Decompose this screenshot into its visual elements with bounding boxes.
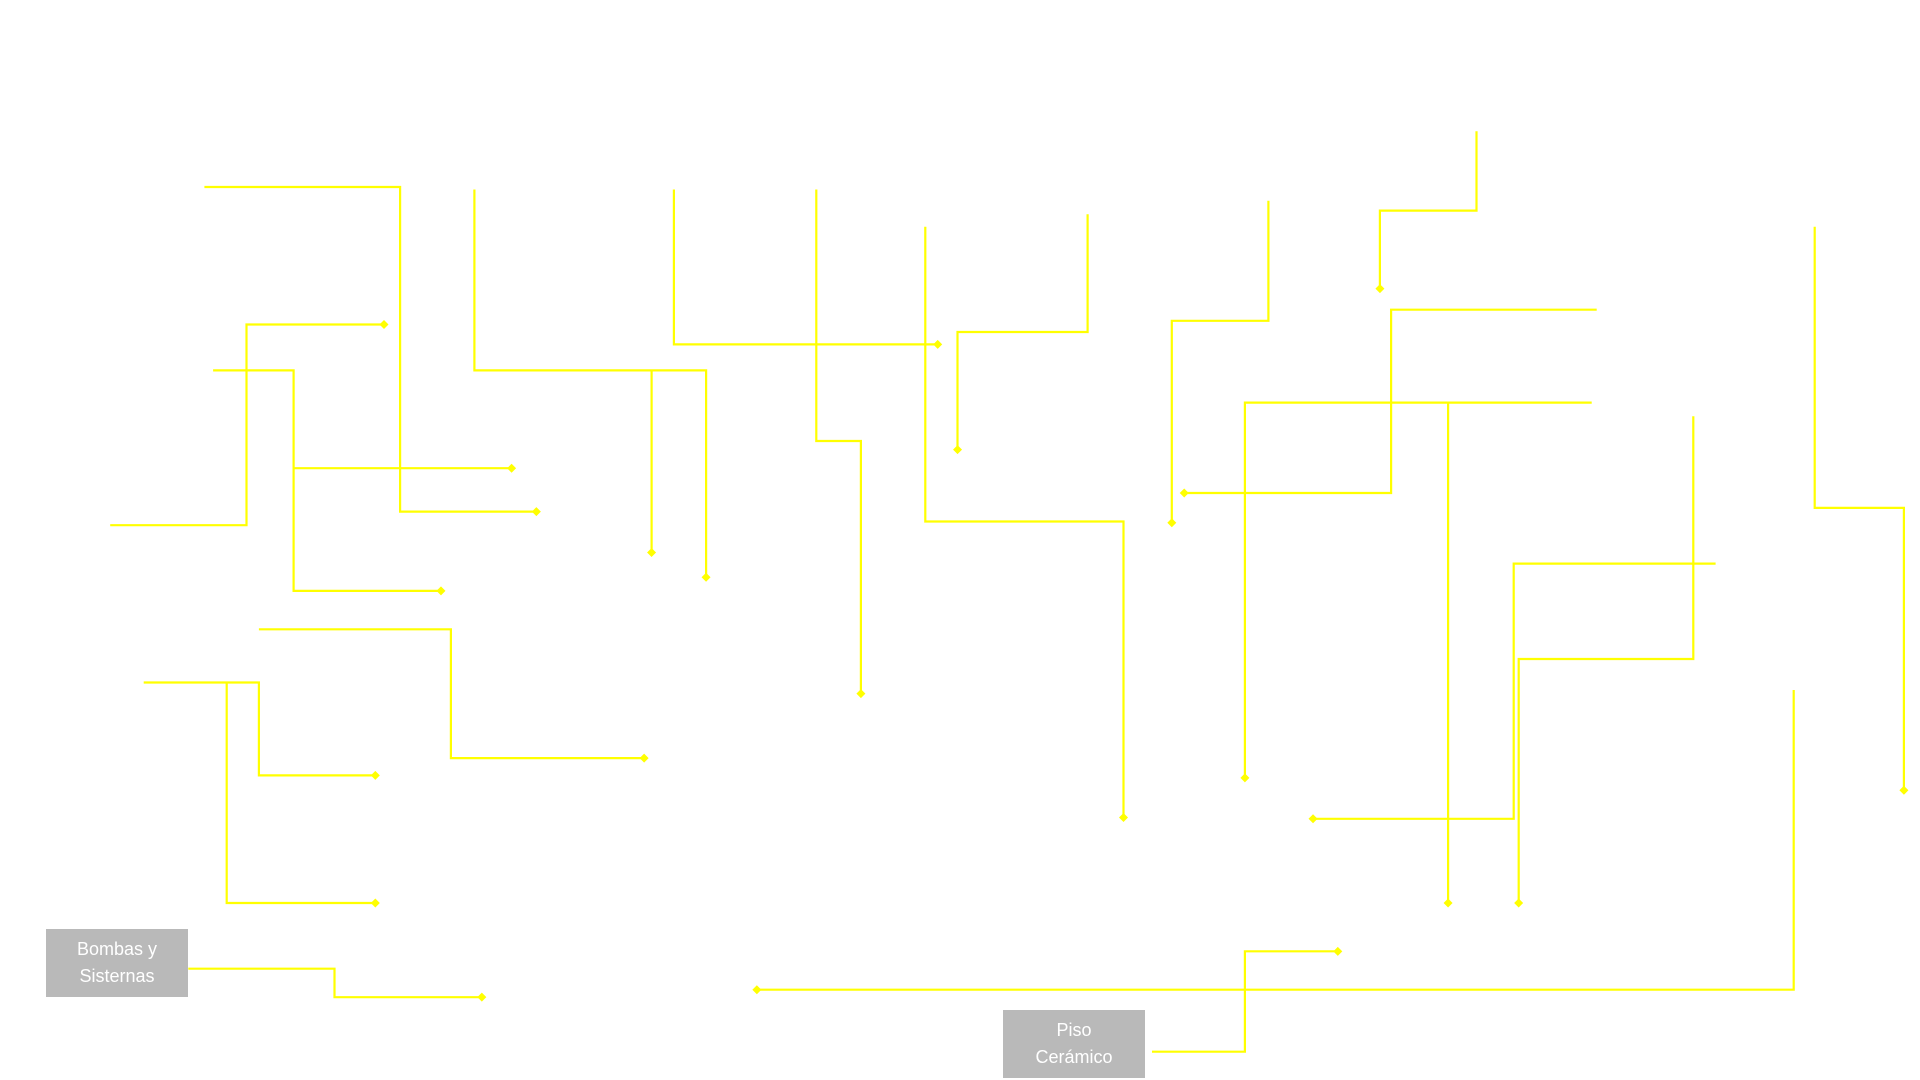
leader-line-4 <box>292 468 441 593</box>
leader-endpoint-marker-16 <box>1308 814 1318 824</box>
leader-endpoint-marker-11 <box>1167 518 1177 528</box>
leader-endpoint-marker-17 <box>1514 898 1524 908</box>
leader-endpoint-marker-15 <box>1443 898 1453 908</box>
leader-line-21 <box>225 682 376 905</box>
leader-endpoint-marker-9 <box>1119 813 1129 823</box>
leader-endpoint-marker-19 <box>639 753 649 763</box>
leader-endpoint-marker-18 <box>1899 785 1909 795</box>
leader-endpoint-marker-22 <box>477 992 487 1002</box>
leader-line-2 <box>110 323 384 527</box>
leader-endpoint-marker-2 <box>379 320 389 330</box>
leader-endpoint-marker-13 <box>1179 488 1189 498</box>
leader-line-3 <box>213 369 512 470</box>
label-bombas-y-sisternas: Bombas y Sisternas <box>46 929 188 997</box>
leader-endpoint-marker-8 <box>856 689 866 699</box>
leader-endpoint-marker-23 <box>752 985 762 995</box>
leader-line-14 <box>1243 401 1592 778</box>
leader-endpoint-marker-1 <box>531 507 541 517</box>
leader-endpoint-marker-12 <box>1375 284 1385 294</box>
leader-endpoint-marker-6 <box>647 547 657 557</box>
leader-endpoint-marker-14 <box>1240 773 1250 783</box>
leader-line-19 <box>258 628 645 760</box>
leader-line-11 <box>1170 200 1270 523</box>
leader-line-8 <box>815 189 863 694</box>
leader-line-23 <box>756 690 1795 991</box>
leader-line-7 <box>672 189 938 346</box>
leader-endpoint-marker-21 <box>370 898 380 908</box>
leader-endpoint-marker-10 <box>953 445 963 455</box>
leader-endpoint-marker-20 <box>370 770 380 780</box>
leader-line-18 <box>1813 226 1906 791</box>
leader-line-20 <box>143 681 376 777</box>
leader-endpoint-marker-7 <box>933 339 943 349</box>
leader-line-5 <box>473 189 708 578</box>
label-piso-ceramico: Piso Cerámico <box>1003 1010 1145 1078</box>
leader-line-22 <box>188 967 482 999</box>
leader-endpoint-marker-5 <box>701 572 711 582</box>
leader-line-24 <box>1152 950 1338 1053</box>
leader-endpoint-marker-4 <box>436 586 446 596</box>
leader-line-17 <box>1517 416 1695 903</box>
leader-endpoint-marker-24 <box>1333 946 1343 956</box>
leader-line-1 <box>204 185 537 513</box>
leader-line-12 <box>1378 131 1478 289</box>
leader-line-13 <box>1184 308 1597 495</box>
leader-line-16 <box>1313 562 1716 820</box>
leader-line-10 <box>956 214 1089 450</box>
leader-line-9 <box>924 226 1125 818</box>
leader-endpoint-marker-3 <box>507 463 517 473</box>
